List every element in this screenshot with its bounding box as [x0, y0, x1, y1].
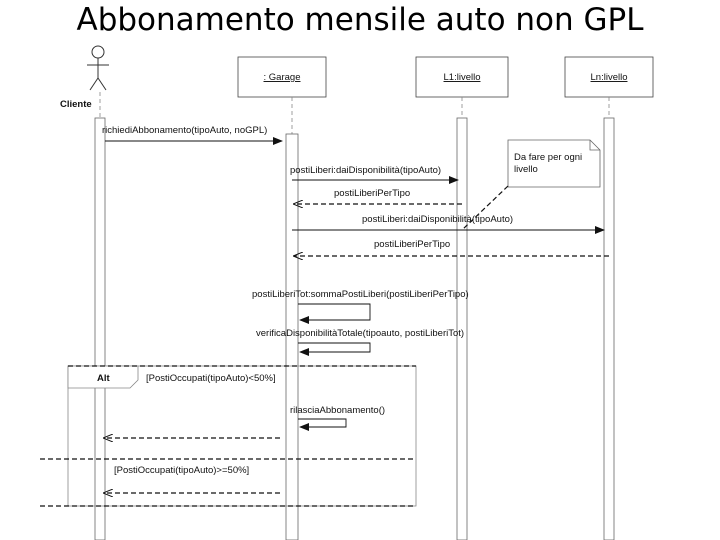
message-6-self: postiLiberiTot:sommaPostiLiberi(postiLib…: [252, 289, 469, 324]
message-3-label: postiLiberiPerTipo: [334, 188, 410, 199]
activation-cliente: [94, 117, 106, 540]
alt-guard-2: [PostiOccupati(tipoAuto)>=50%]: [114, 465, 249, 476]
object-ln-label: Ln:livello: [591, 72, 628, 83]
message-5-label: postiLiberiPerTipo: [374, 239, 450, 250]
note: Da fare per ogni livello: [461, 139, 601, 231]
message-4: postiLiberi:daiDisponibilità(tipoAuto): [292, 214, 605, 234]
message-3-return: postiLiberiPerTipo: [294, 188, 462, 204]
message-1-label: richiediAbbonamento(tipoAuto, noGPL): [102, 125, 267, 136]
note-connector: [461, 185, 509, 231]
activation-bars: [94, 117, 615, 540]
object-garage: : Garage: [237, 56, 327, 98]
object-garage-label: : Garage: [264, 72, 301, 83]
message-6-label: postiLiberiTot:sommaPostiLiberi(postiLib…: [252, 289, 469, 300]
activation-ln: [603, 117, 615, 540]
activation-garage: [285, 133, 299, 540]
message-8-label: rilasciaAbbonamento(): [290, 405, 385, 416]
note-line-1: Da fare per ogni: [514, 152, 582, 163]
message-2-label: postiLiberi:daiDisponibilità(tipoAuto): [290, 165, 441, 176]
alt-guard-1: [PostiOccupati(tipoAuto)<50%]: [146, 373, 276, 384]
object-l1-livello: L1:livello: [415, 56, 509, 98]
object-ln-livello: Ln:livello: [564, 56, 654, 98]
note-line-2: livello: [514, 164, 538, 175]
message-7-self: verificaDisponibilitàTotale(tipoauto, po…: [256, 328, 464, 356]
message-7-label: verificaDisponibilitàTotale(tipoauto, po…: [256, 328, 464, 339]
alt-label: Alt: [97, 373, 111, 384]
message-5-return: postiLiberiPerTipo: [294, 239, 609, 256]
slide-title: Abbonamento mensile auto non GPL: [76, 2, 644, 38]
message-1: richiediAbbonamento(tipoAuto, noGPL): [102, 125, 283, 145]
actor-label: Cliente: [60, 99, 92, 110]
message-8-self: rilasciaAbbonamento(): [290, 405, 385, 431]
stick-figure-icon: [87, 45, 109, 91]
object-l1-label: L1:livello: [444, 72, 481, 83]
activation-l1: [456, 117, 468, 540]
actor-cliente: Cliente: [60, 45, 109, 110]
message-4-label: postiLiberi:daiDisponibilità(tipoAuto): [362, 214, 513, 225]
alt-fragment: Alt [PostiOccupati(tipoAuto)<50%] [Posti…: [40, 365, 417, 507]
message-2: postiLiberi:daiDisponibilità(tipoAuto): [290, 165, 459, 184]
